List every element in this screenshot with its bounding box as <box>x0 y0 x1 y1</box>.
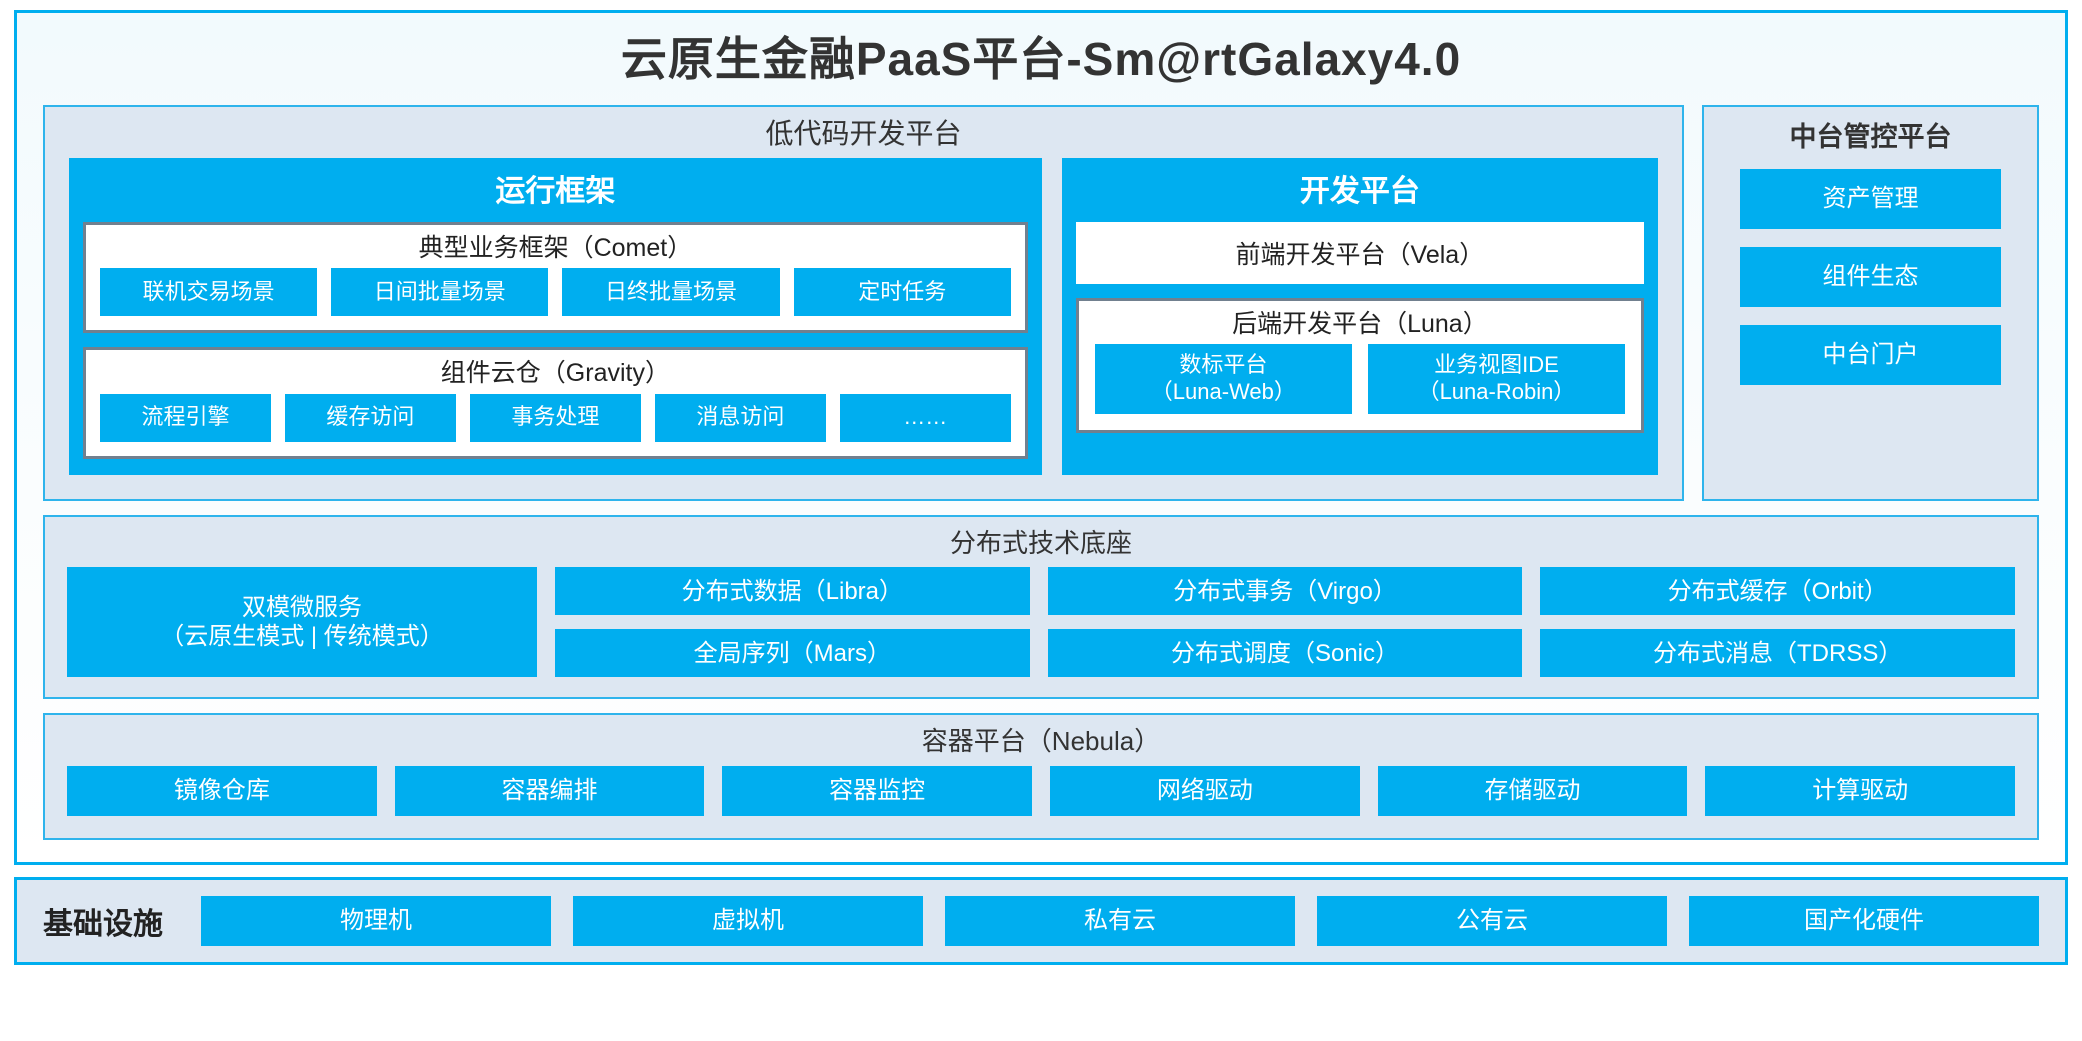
infrastructure-item-2[interactable]: 私有云 <box>945 895 1295 946</box>
gravity-box: 组件云仓（Gravity） 流程引擎 缓存访问 事务处理 消息访问 …… <box>83 347 1028 459</box>
comet-title: 典型业务框架（Comet） <box>418 233 693 262</box>
container-item-4[interactable]: 存储驱动 <box>1377 765 1688 816</box>
tech-item-orbit[interactable]: 分布式缓存（Orbit） <box>1540 567 2016 616</box>
lowcode-platform-body: 运行框架 典型业务框架（Comet） 联机交易场景 日间批量场景 日终批量场景 … <box>45 158 1682 499</box>
infrastructure-items: 物理机 虚拟机 私有云 公有云 国产化硬件 <box>201 895 2039 946</box>
gravity-item-1[interactable]: 缓存访问 <box>284 393 456 442</box>
platform-outer-frame: 云原生金融PaaS平台-Sm@rtGalaxy4.0 低代码开发平台 运行框架 … <box>14 10 2068 865</box>
management-item-1[interactable]: 组件生态 <box>1740 246 2001 307</box>
lowcode-platform-title: 低代码开发平台 <box>765 118 962 150</box>
luna-robin-name: 业务视图IDE <box>1434 352 1559 378</box>
luna-web-item[interactable]: 数标平台 （Luna-Web） <box>1094 344 1352 415</box>
runtime-framework-column: 运行框架 典型业务框架（Comet） 联机交易场景 日间批量场景 日终批量场景 … <box>69 158 1042 475</box>
container-item-3[interactable]: 网络驱动 <box>1050 765 1360 816</box>
infrastructure-label: 基础设施 <box>43 907 163 941</box>
infrastructure-item-1[interactable]: 虚拟机 <box>573 895 923 946</box>
tech-item-tdrss[interactable]: 分布式消息（TDRSS） <box>1540 629 2016 678</box>
page-title: 云原生金融PaaS平台-Sm@rtGalaxy4.0 <box>620 33 1462 85</box>
management-platform-items: 资产管理 组件生态 中台门户 <box>1704 163 2037 499</box>
infrastructure-item-3[interactable]: 公有云 <box>1317 895 1667 946</box>
lowcode-platform-panel: 低代码开发平台 运行框架 典型业务框架（Comet） 联机交易场景 日间批量场景 <box>43 105 1684 501</box>
comet-items: 联机交易场景 日间批量场景 日终批量场景 定时任务 <box>86 268 1025 330</box>
tech-item-sonic[interactable]: 分布式调度（Sonic） <box>1047 629 1523 678</box>
container-item-0[interactable]: 镜像仓库 <box>67 765 377 816</box>
gravity-item-4[interactable]: …… <box>839 393 1011 442</box>
comet-box: 典型业务框架（Comet） 联机交易场景 日间批量场景 日终批量场景 定时任务 <box>83 221 1028 334</box>
tech-item-virgo[interactable]: 分布式事务（Virgo） <box>1047 567 1523 616</box>
comet-item-2[interactable]: 日终批量场景 <box>562 268 780 317</box>
microservice-column: 双模微服务 （云原生模式 | 传统模式） <box>67 567 537 678</box>
tech-column-1: 分布式数据（Libra） 全局序列（Mars） <box>555 567 1030 678</box>
infrastructure-panel: 基础设施 物理机 虚拟机 私有云 公有云 国产化硬件 <box>14 876 2068 965</box>
luna-web-name: 数标平台 <box>1179 352 1268 378</box>
gravity-item-3[interactable]: 消息访问 <box>654 393 826 442</box>
luna-backend-box: 后端开发平台（Luna） 数标平台 （Luna-Web） 业务视图IDE （Lu… <box>1075 297 1644 434</box>
luna-backend-items: 数标平台 （Luna-Web） 业务视图IDE （Luna-Robin） <box>1079 344 1641 430</box>
gravity-items: 流程引擎 缓存访问 事务处理 消息访问 …… <box>86 393 1025 456</box>
runtime-framework-box: 运行框架 典型业务框架（Comet） 联机交易场景 日间批量场景 日终批量场景 … <box>69 158 1042 475</box>
management-platform-title: 中台管控平台 <box>1789 122 1952 153</box>
comet-item-3[interactable]: 定时任务 <box>793 268 1011 317</box>
container-platform-items: 镜像仓库 容器编排 容器监控 网络驱动 存储驱动 计算驱动 <box>45 764 2037 838</box>
luna-robin-code: （Luna-Robin） <box>1417 379 1576 405</box>
container-platform-title: 容器平台（Nebula） <box>921 726 1161 757</box>
development-platform-box: 开发平台 前端开发平台（Vela） 后端开发平台（Luna） 数标平台 （Lun… <box>1061 158 1658 475</box>
container-item-5[interactable]: 计算驱动 <box>1705 765 2016 816</box>
gravity-item-2[interactable]: 事务处理 <box>469 393 641 442</box>
management-item-2[interactable]: 中台门户 <box>1740 324 2001 385</box>
tech-column-2: 分布式事务（Virgo） 分布式调度（Sonic） <box>1047 567 1523 678</box>
management-item-0[interactable]: 资产管理 <box>1740 168 2001 229</box>
container-item-1[interactable]: 容器编排 <box>394 765 705 816</box>
infrastructure-item-4[interactable]: 国产化硬件 <box>1689 895 2039 946</box>
tech-column-3: 分布式缓存（Orbit） 分布式消息（TDRSS） <box>1540 567 2016 678</box>
distributed-tech-panel: 分布式技术底座 双模微服务 （云原生模式 | 传统模式） 分布式数据（Libra… <box>43 514 2039 700</box>
upper-row: 低代码开发平台 运行框架 典型业务框架（Comet） 联机交易场景 日间批量场景 <box>43 105 2039 501</box>
infrastructure-item-0[interactable]: 物理机 <box>201 895 551 946</box>
container-platform-panel: 容器平台（Nebula） 镜像仓库 容器编排 容器监控 网络驱动 存储驱动 计算… <box>43 713 2039 840</box>
vela-frontend-box[interactable]: 前端开发平台（Vela） <box>1075 221 1644 284</box>
comet-item-0[interactable]: 联机交易场景 <box>100 268 318 317</box>
luna-backend-title: 后端开发平台（Luna） <box>1232 309 1488 338</box>
microservice-modes: （云原生模式 | 传统模式） <box>160 623 444 651</box>
development-platform-title: 开发平台 <box>1299 175 1420 209</box>
tech-item-libra[interactable]: 分布式数据（Libra） <box>555 567 1030 616</box>
distributed-tech-body: 双模微服务 （云原生模式 | 传统模式） 分布式数据（Libra） 全局序列（M… <box>45 565 2037 697</box>
gravity-item-0[interactable]: 流程引擎 <box>100 393 271 442</box>
luna-robin-item[interactable]: 业务视图IDE （Luna-Robin） <box>1367 344 1625 415</box>
container-item-2[interactable]: 容器监控 <box>722 765 1033 816</box>
development-platform-column: 开发平台 前端开发平台（Vela） 后端开发平台（Luna） 数标平台 （Lun… <box>1061 158 1658 475</box>
microservice-box[interactable]: 双模微服务 （云原生模式 | 传统模式） <box>67 567 537 678</box>
management-platform-panel: 中台管控平台 资产管理 组件生态 中台门户 <box>1702 105 2039 501</box>
tech-item-mars[interactable]: 全局序列（Mars） <box>555 629 1030 678</box>
runtime-framework-title: 运行框架 <box>495 175 616 209</box>
microservice-name: 双模微服务 <box>242 593 362 621</box>
comet-item-1[interactable]: 日间批量场景 <box>331 268 549 317</box>
gravity-title: 组件云仓（Gravity） <box>440 359 670 388</box>
distributed-tech-title: 分布式技术底座 <box>949 527 1132 558</box>
luna-web-code: （Luna-Web） <box>1150 379 1296 405</box>
